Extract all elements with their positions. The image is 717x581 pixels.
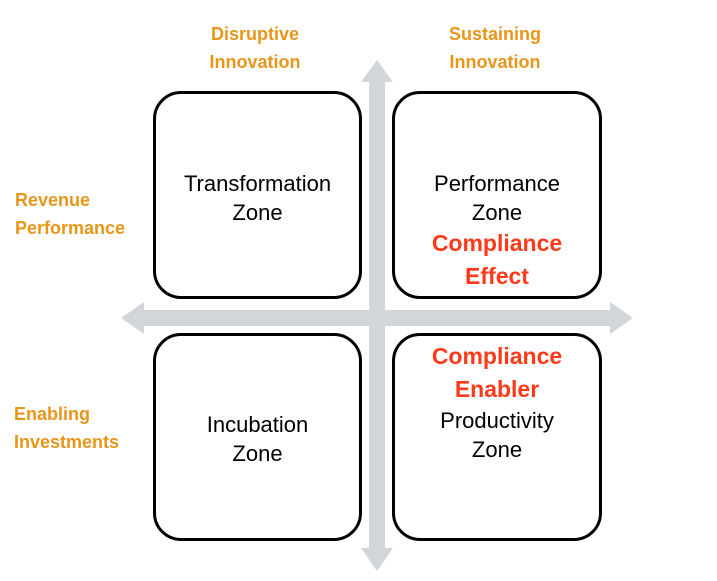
row-label-enabling: Enabling Investments (14, 400, 164, 456)
zone-name: Incubation Zone (207, 410, 309, 468)
zone-name-line: Zone (471, 437, 523, 462)
zone-name-line: Zone (232, 200, 283, 225)
row-label-revenue: Revenue Performance (15, 186, 165, 242)
zone-name-line: Zone (232, 441, 283, 466)
zone-incubation: Incubation Zone (153, 333, 362, 541)
zone-performance: Performance Zone Compliance Effect (392, 91, 602, 299)
row-label-line: Revenue (15, 190, 91, 210)
column-label-sustaining: Sustaining Innovation (405, 20, 585, 76)
compliance-enabler: Compliance Enabler (432, 340, 562, 406)
zone-name-line: Zone (471, 200, 523, 225)
column-label-line: Sustaining (448, 24, 541, 44)
row-label-line: Enabling (14, 404, 90, 424)
row-label-line: Performance (15, 218, 126, 238)
compliance-effect: Compliance Effect (432, 227, 562, 293)
zone-transformation: Transformation Zone (153, 91, 362, 299)
zone-name: Performance Zone (434, 169, 560, 227)
column-label-line: Disruptive (210, 24, 300, 44)
zone-productivity: Compliance Enabler Productivity Zone (392, 333, 602, 541)
zone-name-line: Transformation (183, 171, 332, 196)
effect-line: Effect (465, 263, 529, 289)
horizontal-axis-arrow (121, 302, 633, 334)
zone-name-line: Performance (434, 171, 560, 196)
column-label-line: Innovation (209, 52, 301, 72)
zone-name: Transformation Zone (184, 169, 331, 227)
effect-line: Enabler (454, 376, 540, 402)
zone-name-line: Incubation (206, 412, 309, 437)
zone-name-line: Productivity (440, 408, 554, 433)
zone-name: Productivity Zone (440, 406, 554, 464)
column-label-disruptive: Disruptive Innovation (165, 20, 345, 76)
row-label-line: Investments (14, 432, 120, 452)
effect-line: Compliance (431, 343, 563, 369)
column-label-line: Innovation (449, 52, 541, 72)
effect-line: Compliance (431, 230, 563, 256)
